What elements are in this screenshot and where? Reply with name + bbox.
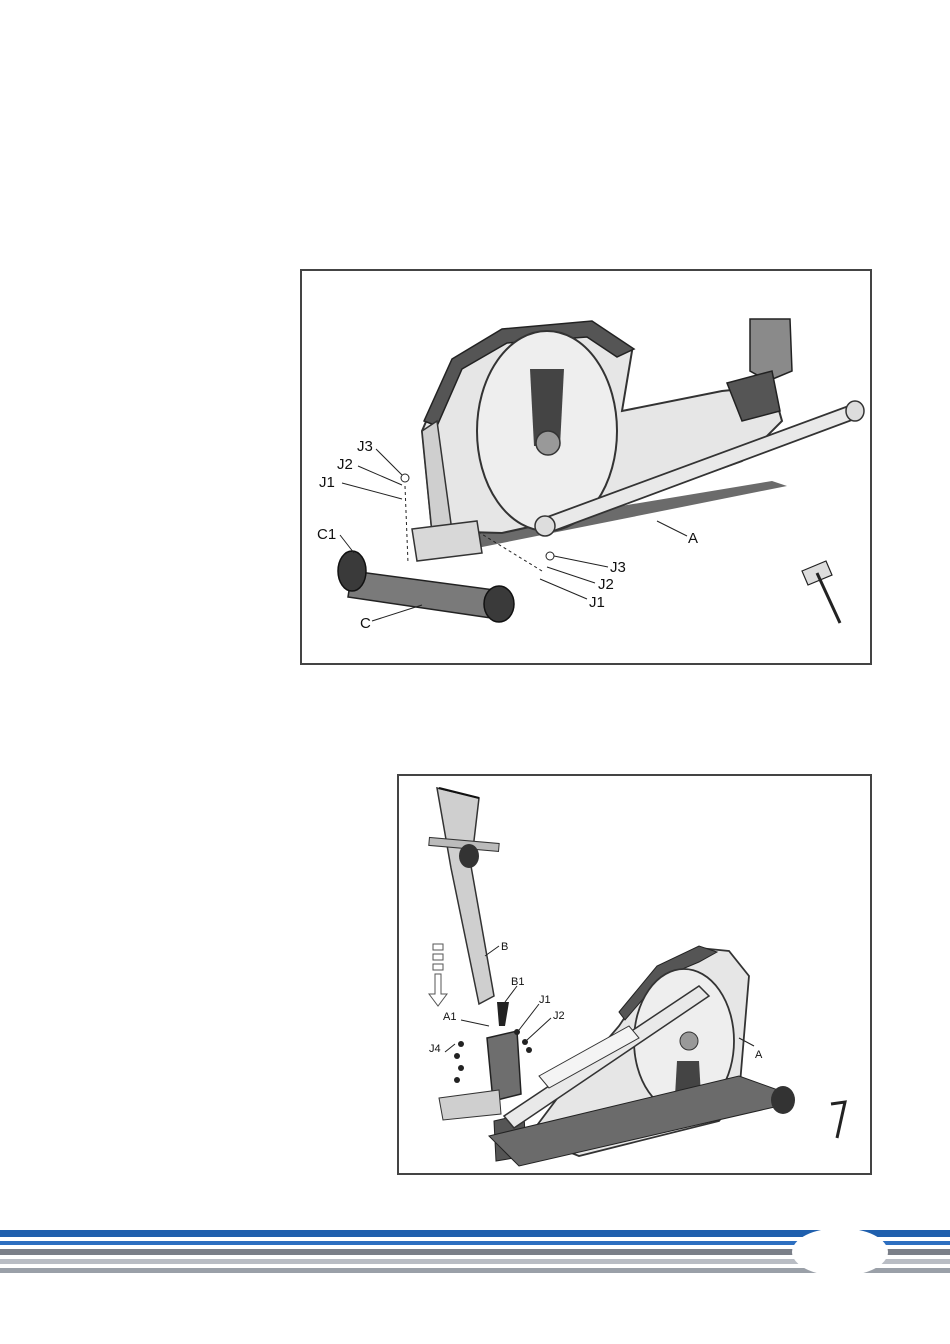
leader-a1 [461, 1020, 489, 1026]
rail-tube-rear-cap [846, 401, 864, 421]
leader-j3-left [376, 449, 402, 475]
leader-a [657, 521, 687, 536]
page-number-oval [792, 1228, 888, 1276]
label-j1: J1 [539, 994, 551, 1006]
bolt-set-j4 [454, 1041, 464, 1083]
label-a: A [688, 530, 698, 547]
label-j1-left: J1 [319, 474, 335, 491]
label-j2: J2 [553, 1010, 565, 1022]
end-cap-left [338, 551, 366, 591]
label-j1-right: J1 [589, 594, 605, 611]
label-j2-right: J2 [598, 576, 614, 593]
pivot-bushing [459, 844, 479, 868]
front-bracket [412, 521, 482, 561]
bolt-path-left [405, 486, 408, 563]
rail-tube-end-cap [535, 516, 555, 536]
crank-hub [680, 1032, 698, 1050]
leader-j1-left [342, 483, 402, 499]
leader-j2 [527, 1018, 551, 1040]
insertion-arrow [429, 944, 447, 1006]
assembly-figure-2: B B1 J1 J2 A1 J4 A [397, 774, 872, 1175]
label-c: C [360, 615, 371, 632]
nut-j3-left [401, 474, 409, 482]
handlebar-upper-tube [437, 788, 494, 1004]
hex-wrench-t-handle-icon [802, 561, 840, 623]
leader-j3-right [554, 556, 608, 567]
leader-j1-right [540, 579, 587, 599]
label-c1: C1 [317, 526, 336, 543]
label-a1: A1 [443, 1011, 456, 1023]
leader-c1 [340, 535, 354, 553]
allen-key-icon [831, 1102, 845, 1138]
leader-b1 [505, 986, 517, 1002]
b1-fitting [497, 1002, 509, 1026]
label-j3-right: J3 [610, 559, 626, 576]
end-cap-right [484, 586, 514, 622]
label-j2-left: J2 [337, 456, 353, 473]
assembly-figure-1: J3 J2 J1 C1 C A J3 J2 J1 [300, 269, 872, 665]
label-j4: J4 [429, 1043, 441, 1055]
leader-c [372, 605, 422, 621]
leader-b [485, 946, 499, 956]
crank-hub [536, 431, 560, 455]
nut-j3-right [546, 552, 554, 560]
figure-1-drawing: J3 J2 J1 C1 C A J3 J2 J1 [302, 271, 870, 663]
label-b: B [501, 941, 508, 953]
label-b1: B1 [511, 976, 524, 988]
footer-stripe-graphic [0, 1225, 950, 1285]
leader-j1 [519, 1004, 539, 1030]
rear-end-cap [771, 1086, 795, 1114]
leader-j4 [445, 1044, 455, 1052]
figure-2-drawing: B B1 J1 J2 A1 J4 A [399, 776, 870, 1173]
label-j3-left: J3 [357, 438, 373, 455]
front-stabilizer [439, 1090, 501, 1120]
label-a: A [755, 1049, 763, 1061]
footer-stripes [0, 1225, 950, 1285]
front-stabilizer-tube [348, 571, 502, 619]
leader-j2-right [547, 567, 595, 583]
